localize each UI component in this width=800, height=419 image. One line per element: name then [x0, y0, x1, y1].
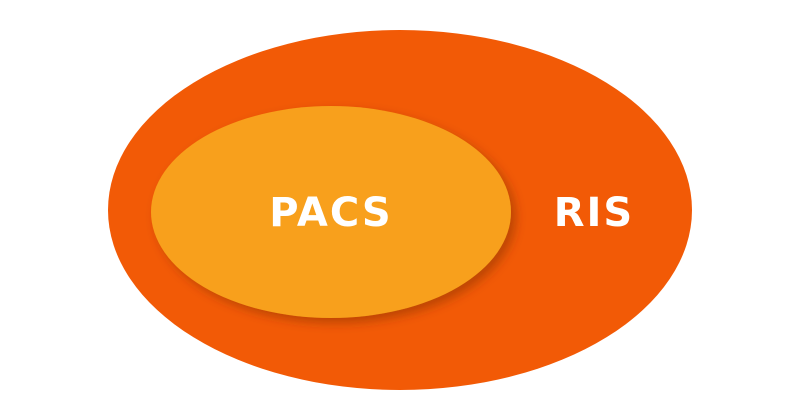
- pacs-label: PACS: [269, 190, 393, 236]
- ris-label: RIS: [554, 190, 635, 236]
- pacs-ellipse: [151, 106, 511, 318]
